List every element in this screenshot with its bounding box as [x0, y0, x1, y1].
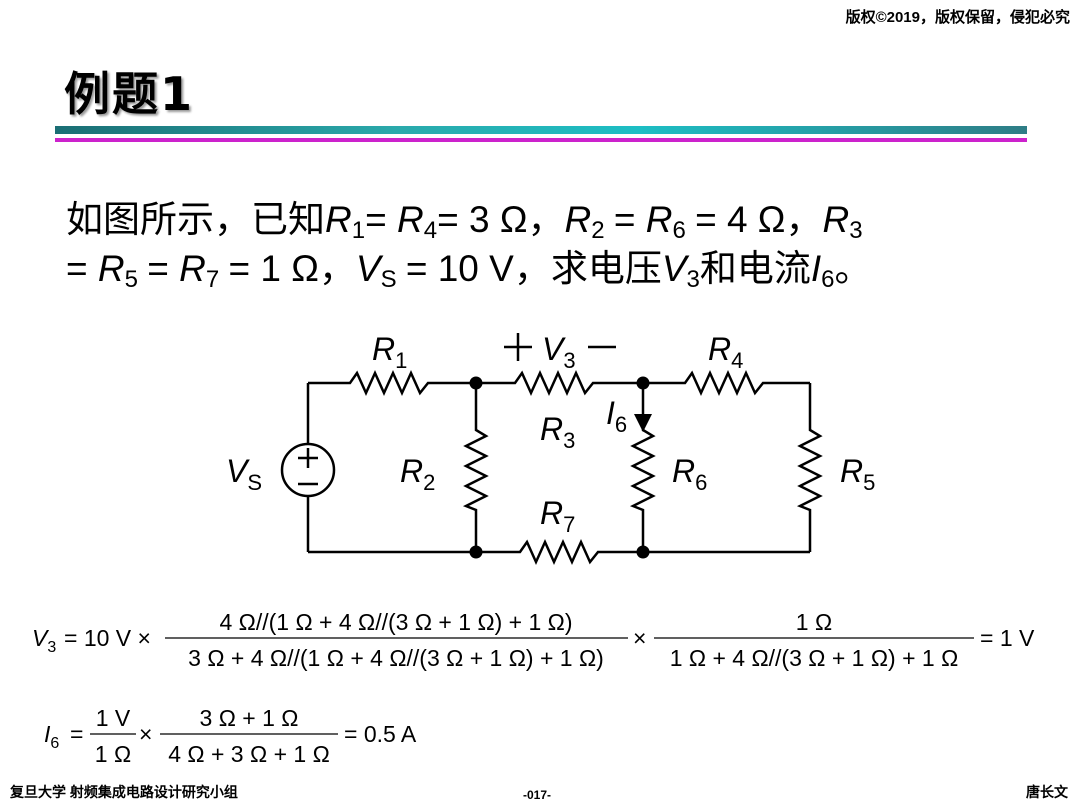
- formula2-result: = 0.5 A: [344, 721, 417, 747]
- given-eq4: =: [147, 248, 180, 289]
- var-r7: R7: [179, 248, 220, 293]
- title-divider-teal: [55, 126, 1027, 134]
- label-r4: R4: [708, 331, 743, 373]
- formula2-lhs: I6: [44, 721, 59, 752]
- resistor-r4: [643, 369, 810, 397]
- copyright-notice: 版权©2019，版权保留，侵犯必究: [845, 9, 1070, 26]
- problem-statement: 如图所示，已知R1= R4= 3 Ω，R2 = R6 = 4 Ω，R3= R5 …: [66, 196, 1026, 294]
- var-r5: R5: [97, 248, 138, 293]
- footer-author: 唐长文: [1026, 784, 1068, 800]
- given-eq3: =: [66, 248, 98, 289]
- footer-page-number: -017-: [523, 788, 552, 802]
- var-v3: V3: [661, 248, 700, 293]
- resistor-r2: [462, 383, 489, 552]
- label-r2: R2: [400, 453, 435, 495]
- var-r6: R6: [645, 199, 686, 244]
- page-title: 例题1: [64, 67, 195, 121]
- formula-i6: I6 = 1 V 1 Ω × 3 Ω + 1 Ω 4 Ω + 3 Ω + 1 Ω…: [44, 705, 417, 767]
- resistor-r5: [796, 383, 823, 552]
- current-arrow-i6: [634, 414, 652, 432]
- formula1-eq: = 10 V ×: [64, 625, 151, 651]
- formula1-times: ×: [633, 625, 646, 651]
- formula1-result: = 1 V: [980, 625, 1035, 651]
- given-val1: = 3 Ω，: [437, 199, 565, 240]
- node: [636, 376, 650, 390]
- var-r4: R4: [396, 199, 438, 244]
- label-r3: R3: [540, 411, 575, 453]
- var-r2: R2: [564, 199, 605, 244]
- label-i6: I6: [606, 395, 627, 437]
- var-i6: I6: [810, 248, 835, 293]
- resistor-r3: [476, 369, 643, 397]
- formula1-num2: 1 Ω: [796, 609, 832, 635]
- formula-v3: V3 = 10 V × 4 Ω//(1 Ω + 4 Ω//(3 Ω + 1 Ω)…: [32, 609, 1035, 671]
- formula1-den2: 1 Ω + 4 Ω//(3 Ω + 1 Ω) + 1 Ω: [670, 645, 959, 671]
- formula1-lhs: V3: [32, 625, 56, 656]
- ask-current: 和电流: [699, 249, 811, 290]
- footer-affiliation: 复旦大学 射频集成电路设计研究小组: [10, 784, 238, 800]
- formula2-num2: 3 Ω + 1 Ω: [200, 705, 299, 731]
- ask-voltage: 求电压: [550, 249, 662, 290]
- circuit-nodes: [469, 376, 652, 559]
- node: [636, 545, 650, 559]
- formula2-den1: 1 Ω: [95, 741, 131, 767]
- given-val2: = 4 Ω，: [695, 199, 823, 240]
- circuit-wires: [280, 333, 823, 566]
- var-vs: VS: [355, 248, 397, 293]
- voltage-source: [280, 442, 336, 498]
- node: [469, 376, 483, 390]
- label-vs: VS: [226, 453, 262, 495]
- var-r3: R3: [822, 199, 863, 244]
- label-r5: R5: [840, 453, 875, 495]
- node: [469, 545, 483, 559]
- formula2-eq: =: [70, 721, 83, 747]
- var-r1: R1: [325, 199, 366, 244]
- label-r7: R7: [540, 495, 575, 537]
- label-v3: V3: [542, 331, 576, 373]
- label-r1: R1: [372, 331, 407, 373]
- formula1-den1: 3 Ω + 4 Ω//(1 Ω + 4 Ω//(3 Ω + 1 Ω) + 1 Ω…: [188, 645, 604, 671]
- label-r6: R6: [672, 453, 707, 495]
- resistor-r1: [308, 369, 476, 397]
- given-eq1: =: [365, 199, 397, 240]
- given-val4: = 10 V，: [405, 248, 551, 289]
- problem-prefix: 如图所示，已知: [66, 200, 325, 241]
- problem-end: 。: [834, 249, 872, 290]
- formula1-num1: 4 Ω//(1 Ω + 4 Ω//(3 Ω + 1 Ω) + 1 Ω): [219, 609, 572, 635]
- given-eq2: =: [613, 199, 646, 240]
- title-divider-magenta: [55, 138, 1027, 142]
- formula2-num1: 1 V: [96, 705, 131, 731]
- formula2-times: ×: [139, 721, 152, 747]
- formula2-den2: 4 Ω + 3 Ω + 1 Ω: [168, 741, 330, 767]
- given-val3: = 1 Ω，: [228, 248, 356, 289]
- resistor-r6: [629, 383, 656, 552]
- resistor-r7: [476, 538, 643, 566]
